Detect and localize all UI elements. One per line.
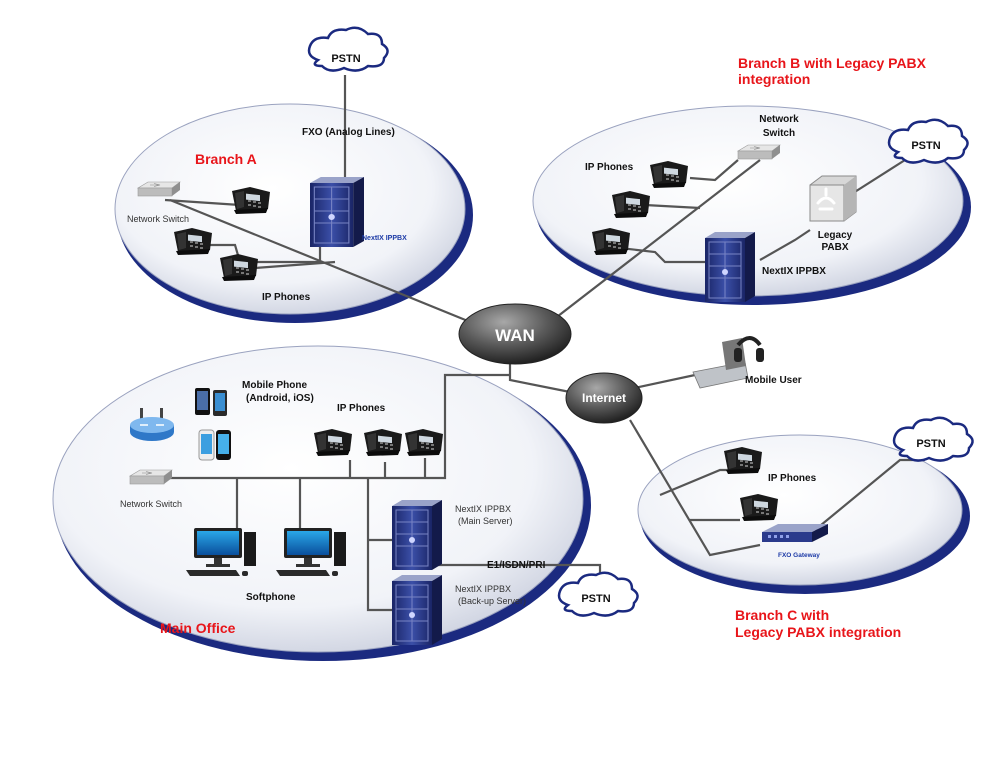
- ip-phone-icon: [592, 228, 630, 255]
- branch-c-title-line2: Legacy PABX integration: [735, 624, 901, 640]
- main-server-icon: [391, 499, 443, 571]
- fxo-gateway-label: FXO Gateway: [778, 552, 820, 559]
- mobile-phone-label-line2: (Android, iOS): [246, 393, 314, 404]
- backup-server-label: NextIX IPPBX: [455, 584, 511, 594]
- pstn-label: PSTN: [916, 438, 945, 450]
- network-switch-icon: [137, 181, 181, 197]
- server-label: NextIX IPPBX: [362, 235, 407, 242]
- pstn-label: PSTN: [581, 593, 610, 605]
- server-icon: [704, 231, 756, 303]
- pstn-cloud-branch-b: PSTN: [887, 118, 969, 164]
- wan-hub: WAN: [458, 303, 572, 365]
- router-icon: [130, 408, 174, 441]
- pstn-cloud-main-office: PSTN: [557, 571, 639, 617]
- legacy-pabx-icon: [809, 175, 857, 222]
- softphone-label: Softphone: [246, 592, 296, 603]
- connections: [164, 75, 925, 612]
- main-server-label: NextIX IPPBX: [455, 504, 511, 514]
- network-switch-icon: [737, 144, 781, 160]
- e1-isdn-pri-label: E1/ISDN/PRI: [487, 560, 546, 571]
- main-office-title: Main Office: [160, 620, 236, 636]
- pstn-label: PSTN: [911, 140, 940, 152]
- pstn-cloud-branch-a: PSTN: [307, 26, 389, 72]
- fxo-gateway-icon: [762, 524, 828, 542]
- ip-phone-icon: [314, 429, 352, 456]
- backup-server-icon: [391, 574, 443, 646]
- ip-phones-label: IP Phones: [768, 473, 817, 484]
- ip-phones-label: IP Phones: [262, 292, 311, 303]
- main-server-label-line2: (Main Server): [458, 516, 513, 526]
- backup-server-label-line2: (Back-up Server): [458, 596, 526, 606]
- mobile-user-label: Mobile User: [745, 375, 802, 386]
- branch-b-title-line2: integration: [738, 71, 810, 87]
- branch-b-region: [532, 105, 971, 305]
- internet-hub: Internet: [565, 372, 643, 424]
- branch-c-region: [637, 434, 970, 594]
- ip-phones-label: IP Phones: [337, 403, 386, 414]
- legacy-pabx-label: Legacy: [818, 230, 853, 241]
- network-switch-label: Network: [759, 114, 799, 125]
- ip-phone-icon: [405, 429, 443, 456]
- network-switch-label-line2: Switch: [763, 128, 795, 139]
- mobile-phone-icon: [195, 388, 231, 461]
- server-label: NextIX IPPBX: [762, 266, 826, 277]
- ip-phone-icon: [364, 429, 402, 456]
- legacy-pabx-label-line2: PABX: [821, 242, 848, 253]
- ip-phone-icon: [740, 494, 778, 521]
- internet-label: Internet: [582, 391, 626, 405]
- ip-phone-icon: [220, 254, 258, 281]
- pstn-label: PSTN: [331, 53, 360, 65]
- ip-phones-label: IP Phones: [585, 162, 634, 173]
- pstn-cloud-branch-c: PSTN: [892, 416, 974, 462]
- branch-b-title: Branch B with Legacy PABX: [738, 55, 927, 71]
- branch-a-region: [114, 103, 473, 323]
- wan-label: WAN: [495, 326, 535, 345]
- main-office-region: [52, 345, 591, 661]
- branch-c-title: Branch C with: [735, 607, 829, 623]
- network-switch-icon: [129, 469, 173, 485]
- server-icon: [309, 176, 365, 248]
- ip-phone-icon: [612, 191, 650, 218]
- fxo-label: FXO (Analog Lines): [302, 127, 395, 138]
- ip-phone-icon: [650, 161, 688, 188]
- ip-phone-icon: [232, 187, 270, 214]
- branch-a-title: Branch A: [195, 151, 257, 167]
- network-switch-label: Network Switch: [120, 499, 182, 509]
- ip-phone-icon: [724, 447, 762, 474]
- ip-phone-icon: [174, 228, 212, 255]
- mobile-phone-label: Mobile Phone: [242, 380, 307, 391]
- mobile-user-icon: [692, 336, 764, 389]
- network-switch-label: Network Switch: [127, 214, 189, 224]
